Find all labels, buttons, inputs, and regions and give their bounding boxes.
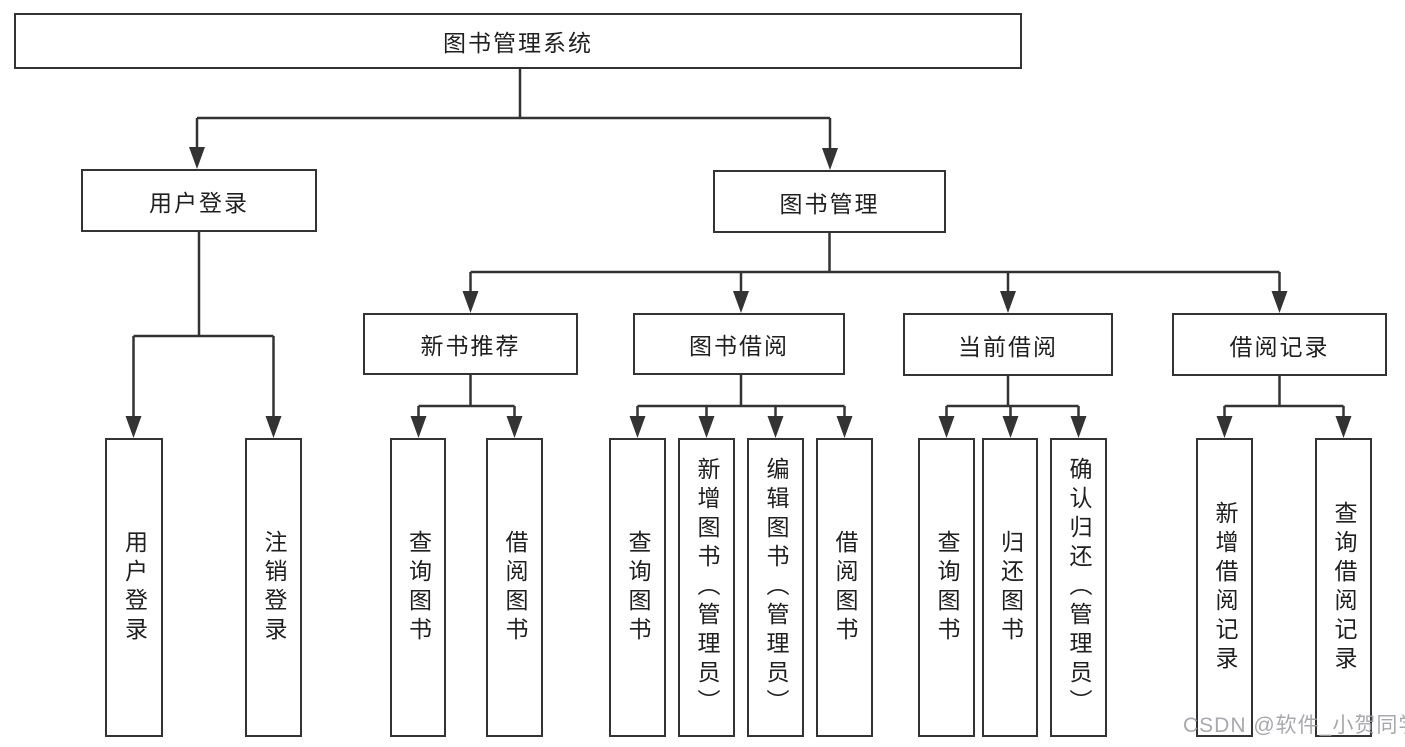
node-label: 当前借阅 bbox=[958, 333, 1058, 360]
arrow-heads bbox=[125, 147, 1352, 438]
node-label: 新书推荐 bbox=[420, 333, 521, 359]
node-book-management-branch: 图书管理 bbox=[713, 170, 946, 233]
leaf-add-borrow-record: 新增借阅记录 bbox=[1196, 438, 1253, 737]
node-label: 借阅图书 bbox=[832, 529, 858, 646]
leaf-query-books-current: 查询图书 bbox=[918, 438, 975, 737]
csdn-watermark: CSDN @软件_小贺同学 bbox=[1183, 714, 1405, 737]
node-label: 用户登录 bbox=[149, 189, 249, 216]
leaf-confirm-return-admin: 确认归还（管理员） bbox=[1050, 438, 1107, 737]
node-label: 查询图书 bbox=[625, 529, 651, 646]
node-label: 查询图书 bbox=[405, 529, 432, 646]
node-label: 图书管理 bbox=[779, 190, 880, 217]
node-new-book-recommend: 新书推荐 bbox=[363, 313, 578, 375]
node-label: 借阅图书 bbox=[502, 529, 528, 646]
leaf-edit-books-admin: 编辑图书（管理员） bbox=[747, 438, 804, 737]
leaf-query-borrow-record: 查询借阅记录 bbox=[1315, 438, 1372, 737]
tree-edges bbox=[132, 69, 1345, 419]
leaf-return-books: 归还图书 bbox=[982, 438, 1038, 737]
leaf-add-books-admin: 新增图书（管理员） bbox=[678, 438, 735, 737]
node-label: 编辑图书（管理员） bbox=[763, 457, 789, 718]
node-label: 新增图书（管理员） bbox=[694, 457, 720, 718]
node-label: 图书借阅 bbox=[689, 333, 789, 359]
leaf-query-books-recommend: 查询图书 bbox=[390, 438, 446, 737]
node-label: 查询借阅记录 bbox=[1331, 500, 1357, 675]
leaf-user-login: 用户登录 bbox=[105, 438, 163, 737]
node-label: 注销登录 bbox=[261, 529, 287, 646]
node-current-borrowing: 当前借阅 bbox=[903, 313, 1113, 376]
leaf-borrow-books-recommend: 借阅图书 bbox=[486, 438, 543, 737]
node-root-system: 图书管理系统 bbox=[14, 13, 1022, 69]
node-label: 查询图书 bbox=[934, 529, 960, 646]
node-label: 归还图书 bbox=[997, 529, 1024, 646]
node-borrowing-records: 借阅记录 bbox=[1172, 313, 1387, 376]
node-book-borrowing: 图书借阅 bbox=[633, 313, 845, 375]
node-label: 用户登录 bbox=[121, 529, 148, 646]
leaf-logout: 注销登录 bbox=[245, 438, 302, 737]
leaf-borrow-books: 借阅图书 bbox=[816, 438, 873, 737]
node-label: 借阅记录 bbox=[1229, 333, 1330, 360]
node-label: 图书管理系统 bbox=[443, 30, 593, 56]
node-label: 确认归还（管理员） bbox=[1066, 457, 1092, 718]
node-user-login-branch: 用户登录 bbox=[81, 169, 317, 232]
node-label: 新增借阅记录 bbox=[1212, 500, 1238, 675]
leaf-query-books-borrow: 查询图书 bbox=[609, 438, 666, 737]
